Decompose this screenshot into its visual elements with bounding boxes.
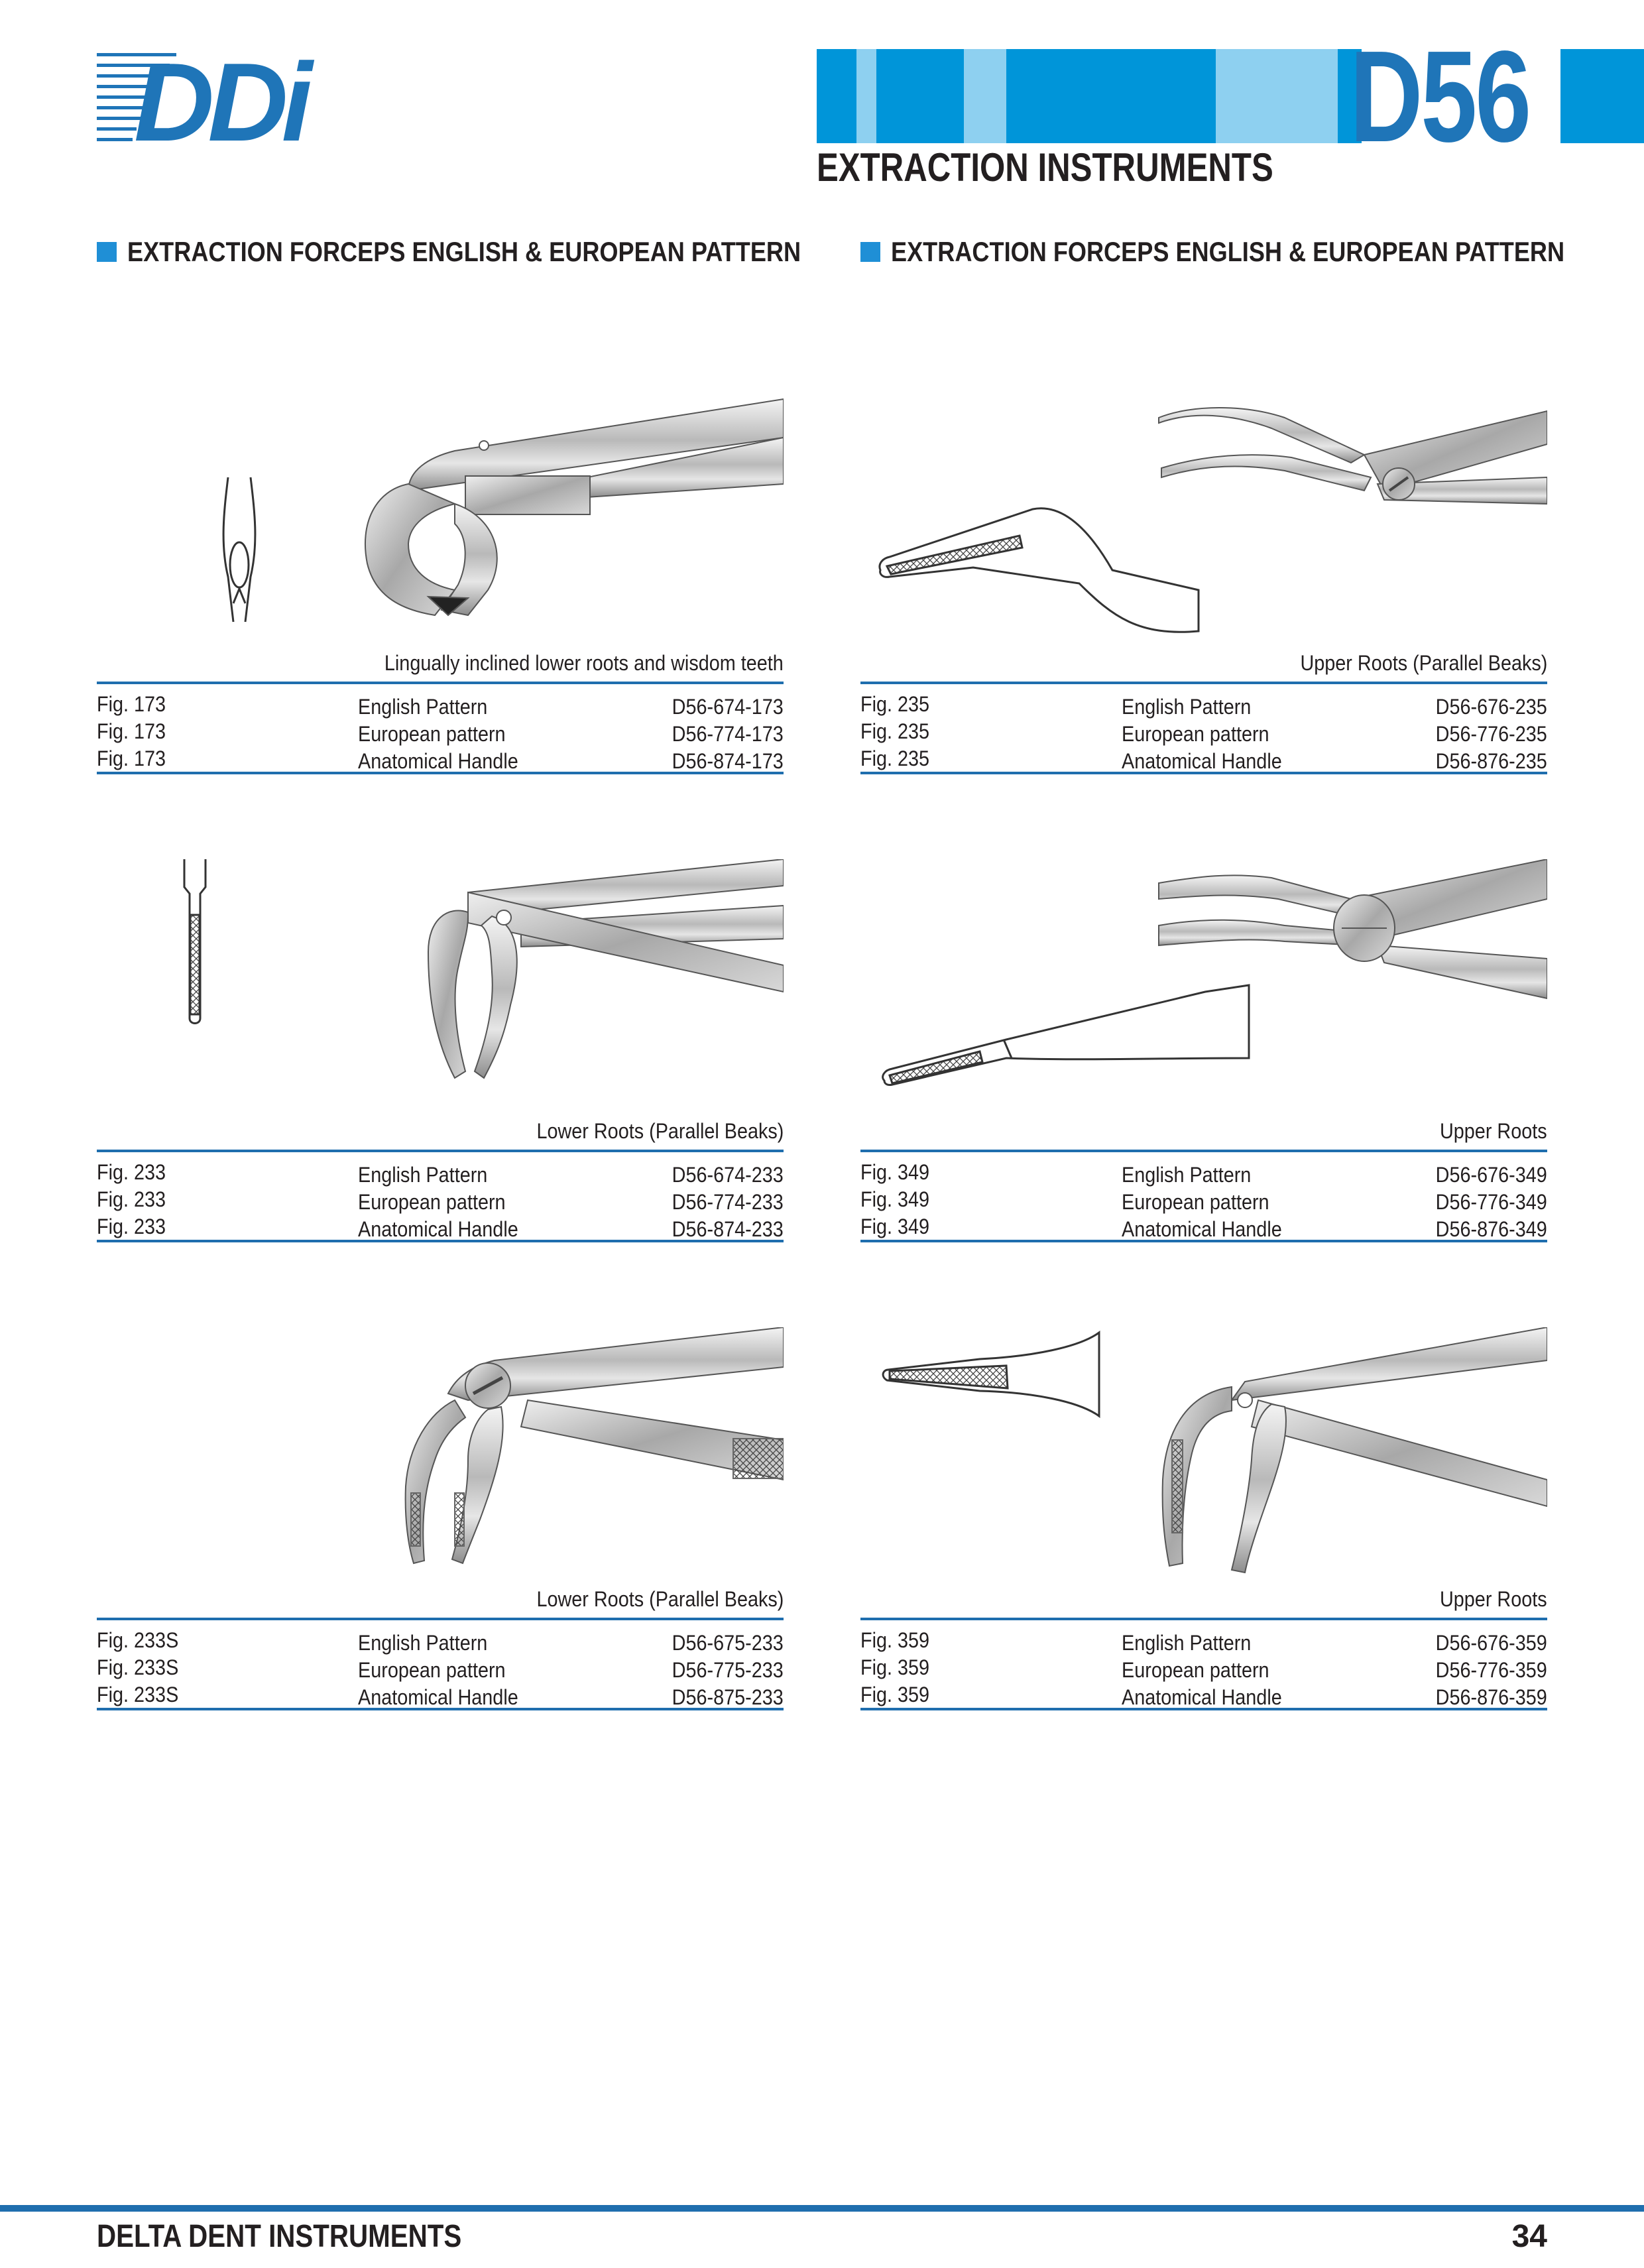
variant-table: Fig. 233 English Pattern D56-674-233 Fig… (97, 1158, 784, 1241)
bar-segment (856, 49, 876, 143)
bar-segment (1338, 49, 1362, 143)
table-row: Fig. 173 Anatomical Handle D56-874-173 (97, 746, 784, 773)
page-number: 34 (1511, 2219, 1547, 2254)
forceps-359 (1161, 1327, 1547, 1574)
beak-outline-233 (183, 859, 207, 1024)
beak-outline-359 (882, 1331, 1100, 1418)
divider (860, 1618, 1547, 1620)
beak-outline-173 (222, 477, 257, 623)
variant-table: Fig. 235 English Pattern D56-676-235 Fig… (860, 689, 1547, 773)
bar-segment (1560, 49, 1584, 143)
product-fig-359: Upper Roots Fig. 359 English Pattern D56… (860, 1327, 1547, 1785)
forceps-349-image (882, 859, 1547, 1086)
table-row: Fig. 349 Anatomical Handle D56-876-349 (860, 1215, 1547, 1241)
product-fig-349: Upper Roots Fig. 349 English Pattern D56… (860, 859, 1547, 1317)
table-row: Fig. 235 European pattern D56-776-235 (860, 719, 1547, 746)
table-row: Fig. 173 English Pattern D56-674-173 (97, 692, 784, 719)
bar-segment (1006, 49, 1216, 143)
forceps-233-image (183, 859, 784, 1079)
table-row: Fig. 233 European pattern D56-774-233 (97, 1187, 784, 1214)
forceps-359-image (882, 1327, 1547, 1574)
footer-company-name: DELTA DENT INSTRUMENTS (97, 2219, 462, 2254)
product-subtitle: Upper Roots (Parallel Beaks) (1300, 651, 1547, 675)
forceps-349 (1158, 859, 1547, 1000)
bar-segment (1584, 49, 1644, 143)
bar-segment (876, 49, 964, 143)
divider (97, 682, 784, 684)
bar-segment (1216, 49, 1338, 143)
table-row: Fig. 359 Anatomical Handle D56-876-359 (860, 1683, 1547, 1709)
divider (860, 1240, 1547, 1242)
table-row: Fig. 349 English Pattern D56-676-349 (860, 1160, 1547, 1187)
page-title: EXTRACTION INSTRUMENTS (817, 145, 1273, 190)
footer-rule (0, 2205, 1644, 2212)
product-fig-233s: Lower Roots (Parallel Beaks) Fig. 233S E… (97, 1327, 784, 1785)
header-color-bar (817, 49, 1644, 143)
divider (97, 1618, 784, 1620)
forceps-173-image (222, 398, 784, 623)
table-row: Fig. 235 Anatomical Handle D56-876-235 (860, 746, 1547, 773)
variant-table: Fig. 359 English Pattern D56-676-359 Fig… (860, 1626, 1547, 1709)
product-fig-235: Upper Roots (Parallel Beaks) Fig. 235 En… (860, 391, 1547, 849)
forceps-233s-image (404, 1327, 784, 1565)
forceps-173 (364, 398, 784, 617)
divider (97, 1240, 784, 1242)
variant-table: Fig. 173 English Pattern D56-674-173 Fig… (97, 689, 784, 773)
table-row: Fig. 233 Anatomical Handle D56-874-233 (97, 1215, 784, 1241)
logo-speed-lines (97, 53, 176, 141)
table-row: Fig. 359 European pattern D56-776-359 (860, 1655, 1547, 1682)
divider (860, 1150, 1547, 1152)
heading-square-icon (860, 242, 880, 262)
product-subtitle: Lingually inclined lower roots and wisdo… (384, 651, 784, 675)
table-row: Fig. 235 English Pattern D56-676-235 (860, 692, 1547, 719)
divider (97, 1708, 784, 1710)
table-row: Fig. 233 English Pattern D56-674-233 (97, 1160, 784, 1187)
divider (860, 772, 1547, 774)
table-row: Fig. 173 European pattern D56-774-173 (97, 719, 784, 746)
table-row: Fig. 233S European pattern D56-775-233 (97, 1655, 784, 1682)
forceps-235-image (878, 407, 1547, 633)
table-row: Fig. 349 European pattern D56-776-349 (860, 1187, 1547, 1214)
product-fig-233: Lower Roots (Parallel Beaks) Fig. 233 En… (97, 859, 784, 1317)
forceps-233s (404, 1327, 784, 1565)
logo-text: DDi (134, 48, 315, 147)
section-heading-right: EXTRACTION FORCEPS ENGLISH & EUROPEAN PA… (860, 236, 1644, 268)
table-row: Fig. 233S English Pattern D56-675-233 (97, 1628, 784, 1655)
section-heading-left: EXTRACTION FORCEPS ENGLISH & EUROPEAN PA… (97, 236, 911, 268)
beak-outline-349 (882, 984, 1250, 1086)
product-fig-173: Lingually inclined lower roots and wisdo… (97, 391, 784, 849)
divider (860, 682, 1547, 684)
bar-segment (817, 49, 856, 143)
ddi-logo: DDi (97, 48, 322, 147)
catalog-code: D56 (1350, 24, 1531, 169)
divider (860, 1708, 1547, 1710)
forceps-235 (1158, 407, 1547, 505)
table-row: Fig. 359 English Pattern D56-676-359 (860, 1628, 1547, 1655)
bar-segment (964, 49, 1006, 143)
divider (97, 1150, 784, 1152)
heading-square-icon (97, 242, 117, 262)
beak-outline-235 (878, 507, 1200, 633)
product-subtitle: Lower Roots (Parallel Beaks) (536, 1587, 784, 1611)
forceps-233 (427, 859, 784, 1079)
product-subtitle: Upper Roots (1440, 1587, 1547, 1611)
product-subtitle: Upper Roots (1440, 1119, 1547, 1143)
table-row: Fig. 233S Anatomical Handle D56-875-233 (97, 1683, 784, 1709)
product-subtitle: Lower Roots (Parallel Beaks) (536, 1119, 784, 1143)
divider (97, 772, 784, 774)
variant-table: Fig. 233S English Pattern D56-675-233 Fi… (97, 1626, 784, 1709)
variant-table: Fig. 349 English Pattern D56-676-349 Fig… (860, 1158, 1547, 1241)
